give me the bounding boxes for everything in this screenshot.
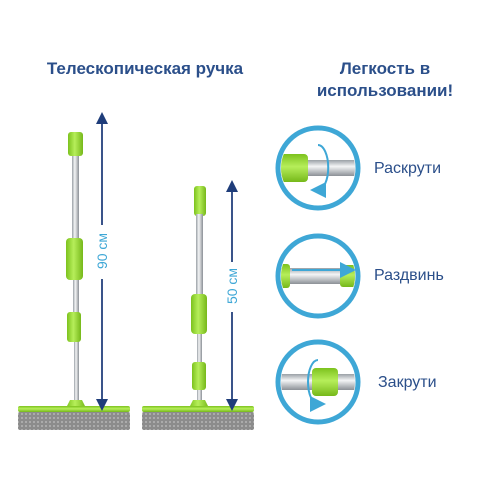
heading-ease-of-use: Легкость в использовании! bbox=[316, 59, 454, 100]
step-label-screw: Закрути bbox=[378, 374, 437, 391]
rotate-arrow-icon bbox=[310, 144, 330, 198]
long-telescopic-mop bbox=[18, 132, 130, 430]
step-label-unscrew: Раскрути bbox=[374, 160, 442, 177]
step-label-extend: Раздвинь bbox=[374, 267, 444, 284]
rotate-arrow-icon bbox=[307, 359, 326, 412]
step-unscrew-illustration bbox=[275, 125, 361, 211]
long-dimension-label: 90 см bbox=[94, 232, 110, 270]
step-extend-illustration bbox=[275, 233, 361, 319]
heading-telescopic-handle: Телескопическая ручка bbox=[46, 59, 244, 78]
short-dimension-label: 50 см bbox=[224, 267, 240, 305]
step-screw-illustration bbox=[275, 339, 361, 425]
